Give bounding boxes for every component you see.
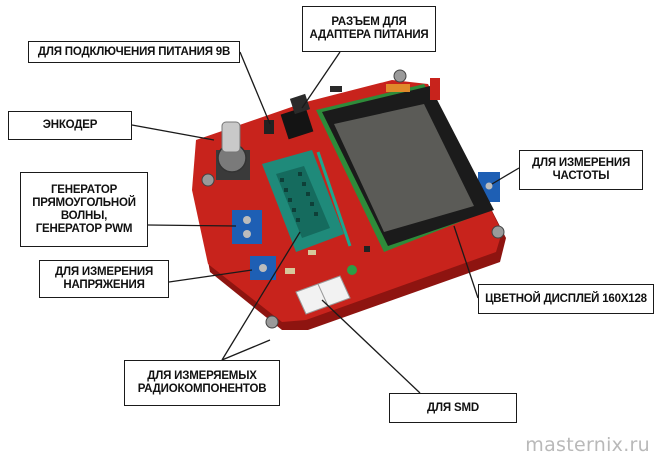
watermark: masternix.ru (525, 434, 650, 456)
leader-generator (147, 224, 237, 227)
callout-display: ЦВЕТНОЙ ДИСПЛЕЙ 160X128 (478, 284, 654, 314)
tft-display-icon (316, 78, 494, 252)
leader-radio-2 (221, 339, 271, 361)
leader-power9v (239, 51, 271, 125)
leader-display (453, 225, 479, 299)
callout-voltage: ДЛЯ ИЗМЕРЕНИЯ НАПРЯЖЕНИЯ (39, 260, 169, 298)
leader-lines (131, 51, 520, 394)
leader-radio-1 (221, 231, 301, 361)
zif-socket-icon (262, 150, 357, 275)
callout-adapter-jack: РАЗЪЕМ ДЛЯ АДАПТЕРА ПИТАНИЯ (302, 6, 436, 52)
callout-encoder: ЭНКОДЕР (8, 111, 132, 140)
leader-voltage (168, 269, 253, 283)
rotary-encoder-icon (216, 121, 250, 180)
leader-frequency (491, 167, 520, 185)
power-jack (280, 93, 314, 140)
callout-generator: ГЕНЕРАТОР ПРЯМОУГОЛЬНОЙ ВОЛНЫ, ГЕНЕРАТОР… (20, 172, 148, 247)
leader-smd (321, 299, 421, 394)
leader-encoder (131, 124, 215, 141)
callout-frequency: ДЛЯ ИЗМЕРЕНИЯ ЧАСТОТЫ (519, 150, 643, 190)
smd-pad (295, 275, 351, 315)
callout-radio-components: ДЛЯ ИЗМЕРЯЕМЫХ РАДИОКОМПОНЕНТОВ (124, 360, 280, 406)
callout-smd: ДЛЯ SMD (389, 393, 517, 423)
callout-power-9v: ДЛЯ ПОДКЛЮЧЕНИЯ ПИТАНИЯ 9В (28, 41, 240, 63)
leader-adapter (301, 51, 341, 109)
